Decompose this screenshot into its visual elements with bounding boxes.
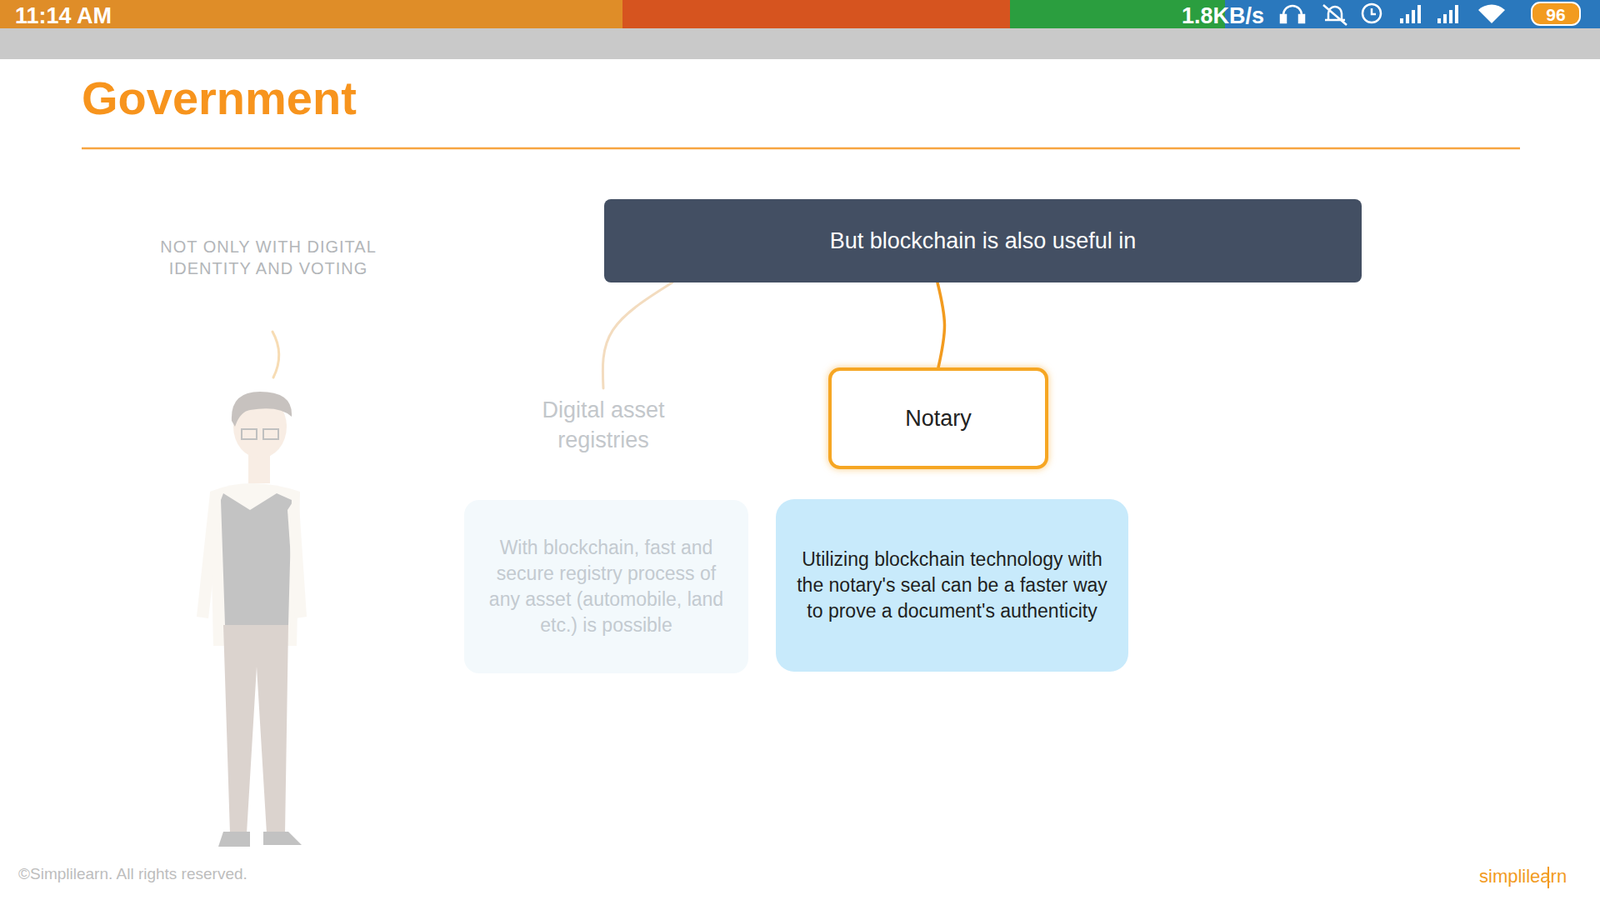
logo-text: simplilearn bbox=[1479, 864, 1567, 889]
node-text: With blockchain, fast and secure registr… bbox=[482, 535, 730, 639]
description-box: Utilizing blockchain technology with the… bbox=[775, 499, 1129, 672]
copyright-note: ©Simplilearn. All rights reserved. bbox=[18, 863, 248, 885]
node-text: Utilizing blockchain technology with the… bbox=[792, 546, 1112, 625]
status-strip bbox=[622, 0, 1010, 29]
status-speed: 1.8KB/s bbox=[1181, 1, 1265, 31]
thought-curve bbox=[272, 331, 280, 378]
battery-level: 96 bbox=[1531, 3, 1580, 26]
signal-icons bbox=[1400, 5, 1505, 24]
connector-curve bbox=[602, 282, 672, 389]
faded-description-box: With blockchain, fast and secure registr… bbox=[464, 500, 749, 674]
connector-curve bbox=[937, 282, 945, 368]
header-box: But blockchain is also useful in bbox=[604, 199, 1362, 283]
man-illustration bbox=[196, 391, 307, 847]
faded-heading-box: Digital asset registries bbox=[516, 388, 690, 462]
node-text: Digital asset registries bbox=[521, 395, 685, 455]
title-rule bbox=[81, 147, 1520, 150]
node-text: Notary bbox=[905, 404, 972, 433]
slide-title: Government bbox=[81, 71, 357, 125]
status-time: 11:14 AM bbox=[15, 1, 112, 31]
status-bar bbox=[0, 0, 1600, 60]
thought-text: NOT ONLY WITH DIGITAL IDENTITY AND VOTIN… bbox=[135, 235, 402, 280]
status-strip bbox=[1225, 0, 1600, 29]
battery-icon bbox=[1531, 2, 1580, 25]
status-icons bbox=[1280, 4, 1381, 25]
node-text: But blockchain is also useful in bbox=[830, 226, 1137, 255]
heading-box: Notary bbox=[828, 367, 1049, 470]
